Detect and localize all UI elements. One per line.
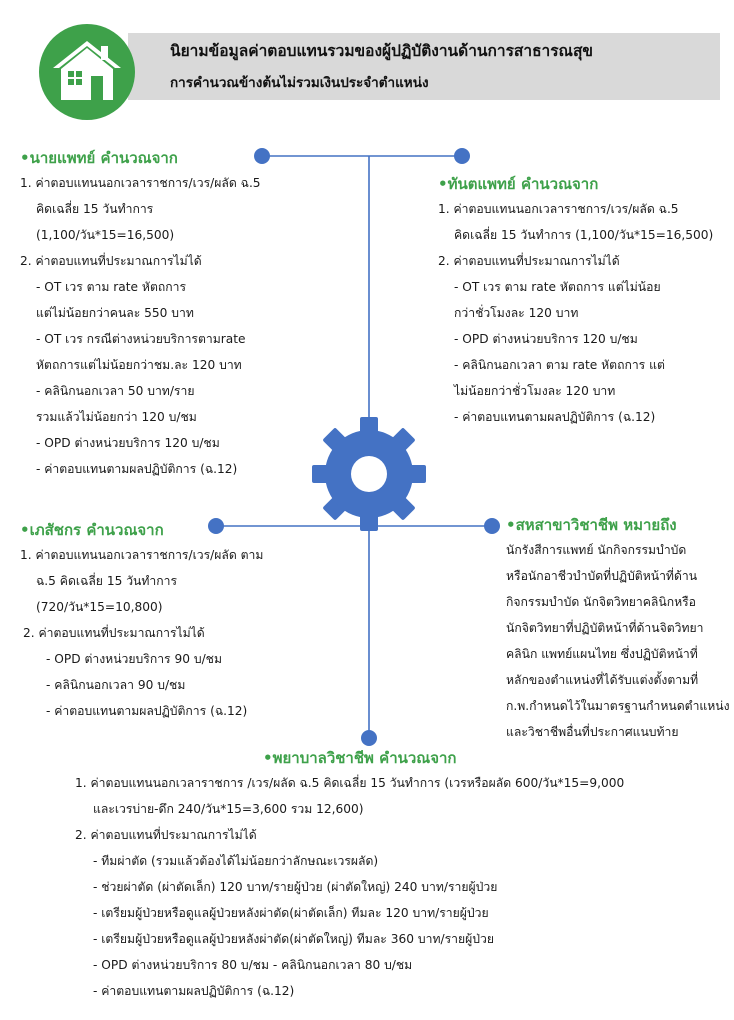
dentist-line: คิดเฉลี่ย 15 วันทำการ (1,100/วัน*15=16,5…	[454, 228, 714, 242]
dentist-line: - คลินิกนอกเวลา ตาม rate หัตถการ แต่	[454, 358, 665, 372]
nurse-line: - ทีมผ่าตัด (รวมแล้วต้องได้ไม่น้อยกว่าลั…	[93, 854, 379, 868]
pharmacist-line: ฉ.5 คิดเฉลี่ย 15 วันทำการ	[36, 574, 178, 588]
nurse-line: - ค่าตอบแทนตามผลปฏิบัติการ (ฉ.12)	[93, 984, 295, 998]
allied-line: นักจิตวิทยาที่ปฏิบัติหน้าที่ด้านจิตวิทยา	[506, 621, 704, 635]
allied-line: หรือนักอาชีวบำบัดที่ปฏิบัติหน้าที่ด้าน	[506, 569, 698, 583]
doctor-line: - OT เวร ตาม rate หัตถการ	[36, 280, 187, 294]
doctor-line: - OT เวร กรณีต่างหน่วยบริการตามrate	[36, 332, 246, 346]
connector-node-dentist	[454, 148, 470, 164]
pharmacist-suffix: คำนวณจาก	[86, 521, 164, 539]
doctor-line: - คลินิกนอกเวลา 50 บาท/ราย	[36, 384, 195, 398]
header-band	[128, 33, 720, 100]
dentist-line: ไม่น้อยกว่าชั่วโมงละ 120 บาท	[454, 384, 616, 398]
doctor-line: (1,100/วัน*15=16,500)	[36, 228, 175, 242]
dentist-title: ทันตแพทย์	[447, 175, 516, 193]
header-icon-circle	[39, 24, 135, 120]
nurse-line: 1. ค่าตอบแทนนอกเวลาราชการ /เวร/ผลัด ฉ.5 …	[75, 776, 625, 790]
doctor-title: นายแพทย์	[29, 149, 96, 167]
pharmacist-line: - คลินิกนอกเวลา 90 บ/ชม	[46, 678, 186, 692]
doctor-heading: •นายแพทย์ คำนวณจาก	[20, 146, 261, 170]
doctor-bullet: •	[20, 149, 30, 167]
allied-line: และวิชาชีพอื่นที่ประกาศแนบท้าย	[506, 725, 679, 739]
nurse-line: 2. ค่าตอบแทนที่ประมาณการไม่ได้	[75, 828, 257, 842]
allied-title: สหสาขาวิชาชีพ	[515, 516, 618, 534]
doctor-line: รวมแล้วไม่น้อยกว่า 120 บ/ชม	[36, 410, 197, 424]
doctor-line: หัตถการแต่ไม่น้อยกว่าชม.ละ 120 บาท	[36, 358, 242, 372]
allied-line: หลักของตำแหน่งที่ได้รับแต่งตั้งตามที่	[506, 673, 699, 687]
doctor-section: •นายแพทย์ คำนวณจาก 1. ค่าตอบแทนนอกเวลารา…	[20, 146, 261, 482]
connector-node-allied	[484, 518, 500, 534]
pharmacist-line: 2. ค่าตอบแทนที่ประมาณการไม่ได้	[23, 626, 205, 640]
dentist-suffix: คำนวณจาก	[520, 175, 599, 193]
pharmacist-heading: •เภสัชกร คำนวณจาก	[20, 518, 263, 542]
allied-section: •สหสาขาวิชาชีพ หมายถึง นักรังสีการแพทย์ …	[506, 513, 730, 745]
dentist-bullet: •	[438, 175, 448, 193]
dentist-line: 1. ค่าตอบแทนนอกเวลาราชการ/เวร/ผลัด ฉ.5	[438, 202, 679, 216]
page-subtitle: การคำนวณข้างต้นไม่รวมเงินประจำตำแหน่ง	[170, 75, 429, 91]
pharmacist-line: - OPD ต่างหน่วยบริการ 90 บ/ชม	[46, 652, 222, 666]
nurse-suffix: คำนวณจาก	[379, 749, 457, 767]
doctor-line: 1. ค่าตอบแทนนอกเวลาราชการ/เวร/ผลัด ฉ.5	[20, 176, 261, 190]
dentist-line: กว่าชั่วโมงละ 120 บาท	[454, 306, 579, 320]
connector-node-pharmacist	[208, 518, 224, 534]
doctor-suffix: คำนวณจาก	[100, 149, 178, 167]
connector-node-doctor	[254, 148, 270, 164]
allied-line: กิจกรรมบำบัด นักจิตวิทยาคลินิกหรือ	[506, 595, 696, 609]
allied-line: ก.พ.กำหนดไว้ในมาตรฐานกำหนดตำแหน่ง	[506, 699, 730, 713]
dentist-line: - ค่าตอบแทนตามผลปฏิบัติการ (ฉ.12)	[454, 410, 656, 424]
pharmacist-section: •เภสัชกร คำนวณจาก 1. ค่าตอบแทนนอกเวลาราช…	[20, 518, 263, 724]
nurse-heading: •พยาบาลวิชาชีพ คำนวณจาก	[75, 746, 624, 770]
dentist-line: - OPD ต่างหน่วยบริการ 120 บ/ชม	[454, 332, 638, 346]
connector-node-nurse	[361, 730, 377, 746]
dentist-line: 2. ค่าตอบแทนที่ประมาณการไม่ได้	[438, 254, 620, 268]
doctor-line: คิดเฉลี่ย 15 วันทำการ	[36, 202, 154, 216]
doctor-line: - ค่าตอบแทนตามผลปฏิบัติการ (ฉ.12)	[36, 462, 238, 476]
pharmacist-title: เภสัชกร	[29, 521, 82, 539]
nurse-line: - ช่วยผ่าตัด (ผ่าตัดเล็ก) 120 บาท/รายผู้…	[93, 880, 498, 894]
pharmacist-line: 1. ค่าตอบแทนนอกเวลาราชการ/เวร/ผลัด ตาม	[20, 548, 264, 562]
doctor-line: แต่ไม่น้อยกว่าคนละ 550 บาท	[36, 306, 194, 320]
allied-line: นักรังสีการแพทย์ นักกิจกรรมบำบัด	[506, 543, 687, 557]
nurse-line: - เตรียมผู้ป่วยหรือดูแลผู้ป่วยหลังผ่าตัด…	[93, 906, 489, 920]
nurse-line: - เตรียมผู้ป่วยหรือดูแลผู้ป่วยหลังผ่าตัด…	[93, 932, 494, 946]
pharmacist-line: - ค่าตอบแทนตามผลปฏิบัติการ (ฉ.12)	[46, 704, 248, 718]
pharmacist-bullet: •	[20, 521, 30, 539]
pharmacist-line: (720/วัน*15=10,800)	[36, 600, 163, 614]
allied-bullet: •	[506, 516, 516, 534]
dentist-section: •ทันตแพทย์ คำนวณจาก 1. ค่าตอบแทนนอกเวลาร…	[438, 172, 713, 430]
nurse-line: - OPD ต่างหน่วยบริการ 80 บ/ชม - คลินิกนอ…	[93, 958, 413, 972]
nurse-title: พยาบาลวิชาชีพ	[272, 749, 374, 767]
doctor-line: 2. ค่าตอบแทนที่ประมาณการไม่ได้	[20, 254, 202, 268]
dentist-heading: •ทันตแพทย์ คำนวณจาก	[438, 172, 713, 196]
house-icon	[53, 41, 121, 100]
allied-line: คลินิก แพทย์แผนไทย ซึ่งปฏิบัติหน้าที่	[506, 647, 698, 661]
dentist-line: - OT เวร ตาม rate หัตถการ แต่ไม่น้อย	[454, 280, 661, 294]
doctor-line: - OPD ต่างหน่วยบริการ 120 บ/ชม	[36, 436, 220, 450]
page-title: นิยามข้อมูลค่าตอบแทนรวมของผู้ปฏิบัติงานด…	[170, 42, 593, 60]
nurse-line: และเวรบ่าย-ดึก 240/วัน*15=3,600 รวม 12,6…	[93, 802, 364, 816]
allied-heading: •สหสาขาวิชาชีพ หมายถึง	[506, 513, 730, 537]
nurse-bullet: •	[263, 749, 273, 767]
nurse-section: •พยาบาลวิชาชีพ คำนวณจาก 1. ค่าตอบแทนนอกเ…	[75, 746, 624, 1004]
gear-icon	[312, 417, 426, 531]
allied-suffix: หมายถึง	[623, 516, 677, 534]
